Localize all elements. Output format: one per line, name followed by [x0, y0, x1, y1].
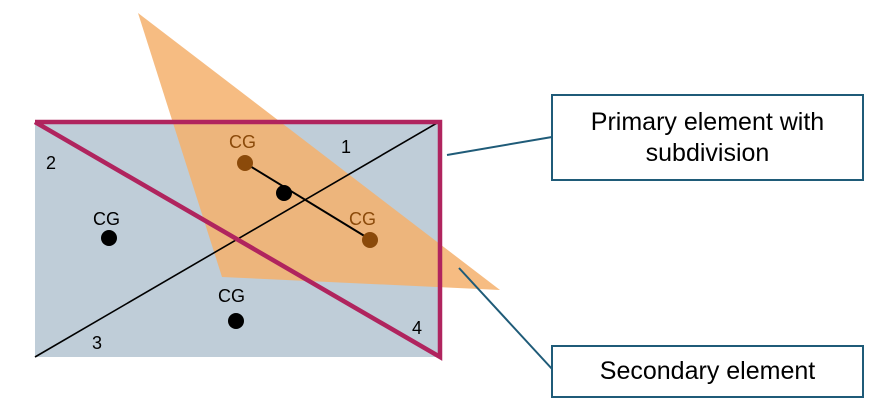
callout-secondary-text: Secondary element [599, 357, 816, 385]
cg-point-left [101, 230, 117, 246]
secondary-element [138, 13, 500, 290]
subdivision-label-2: 2 [46, 153, 56, 173]
cg-point-combined [276, 185, 292, 201]
cg-label-bottom: CG [218, 286, 245, 306]
subdivision-label-3: 3 [92, 333, 102, 353]
cg-point-orange-top [237, 155, 253, 171]
cg-point-bottom [228, 313, 244, 329]
callout-primary-text: Primary element with subdivision [590, 107, 825, 167]
leader-line-primary [446, 136, 553, 156]
cg-point-orange-right [362, 232, 378, 248]
cg-label-orange-right: CG [349, 209, 376, 229]
subdivision-label-1: 1 [341, 137, 351, 157]
cg-label-left: CG [93, 209, 120, 229]
subdivision-outline [33, 119, 443, 361]
leader-line-secondary [458, 267, 554, 371]
cg-connector [244, 162, 372, 241]
callout-secondary-element: Secondary element [551, 345, 864, 398]
cg-label-orange-top: CG [229, 132, 256, 152]
callout-primary-element: Primary element with subdivision [551, 94, 864, 181]
subdivision-label-4: 4 [412, 318, 422, 338]
